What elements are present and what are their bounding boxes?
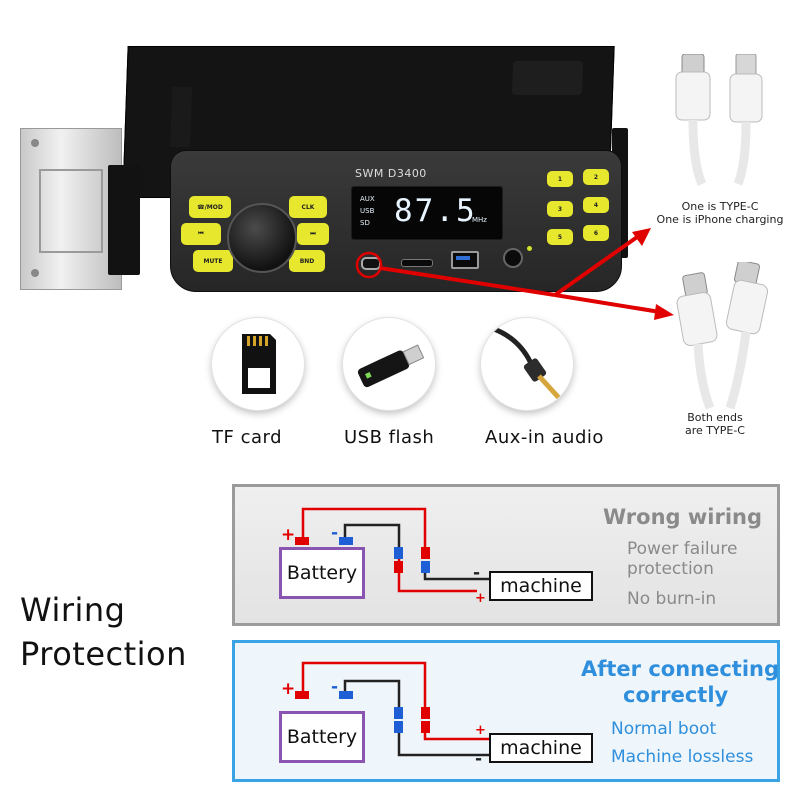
usb-flash-circle [343,318,435,410]
wrong-wiring-diagram [295,507,489,593]
preset-button-2[interactable]: 2 [583,169,609,185]
prev-button[interactable]: ⏮ [181,223,221,245]
machine-plus-sign: + [475,591,486,606]
correct-title-line-1: After connecting [581,657,780,681]
car-radio-unit: SWM D3400 AUX USB SD 87.5 MHz ☎/MOD CLK … [0,0,628,310]
preset-button-5[interactable]: 5 [547,229,573,245]
preset-button-4[interactable]: 4 [583,197,609,213]
type-c-to-type-c-cable-icon [676,262,769,410]
correct-wiring-panel: + - + - Battery machine After connecting… [232,640,780,782]
next-button[interactable]: ⏭ [297,223,329,245]
wrong-wiring-panel: + - - + Battery machine Wrong wiring Pow… [232,484,780,626]
battery-minus-sign: - [331,523,339,543]
wrong-line-2: protection [627,559,714,579]
preset-button-6[interactable]: 6 [583,225,609,241]
preset-button-3[interactable]: 3 [547,201,573,217]
aux-audio-circle [481,318,573,410]
tf-card-label: TF card [212,427,283,448]
tf-card-circle [212,318,304,410]
display-source-aux: AUX [360,195,375,203]
correct-title-line-2: correctly [623,683,729,707]
display-source-usb: USB [360,207,375,215]
aux-audio-label: Aux-in audio [485,427,604,448]
volume-knob[interactable] [227,203,297,273]
status-led [527,246,532,251]
machine-box: machine [489,571,593,601]
clk-button[interactable]: CLK [289,196,327,218]
type-c-lightning-cable-icon [675,54,763,186]
red-arrows [355,228,674,320]
battery-box: Battery [279,547,365,599]
aux-jack[interactable] [503,248,523,268]
wrong-line-3: No burn-in [627,589,717,609]
usb-port[interactable] [451,251,479,269]
machine-minus-sign: - [475,749,483,769]
display-unit: MHz [472,216,487,224]
wrong-wiring-title: Wrong wiring [603,505,763,529]
wrong-line-1: Power failure [627,539,738,559]
correct-line-2: Machine lossless [611,747,754,767]
mod-button[interactable]: ☎/MOD [189,196,231,218]
top-cable-note: One is TYPE-C One is iPhone charging [656,200,784,226]
correct-line-1: Normal boot [611,719,717,739]
bottom-cable-note: Both ends are TYPE-C [685,411,745,437]
display-source-sd: SD [360,219,370,227]
sd-card-icon [242,334,276,394]
wiring-title: Wiring Protection [20,591,187,673]
battery-minus-sign: - [331,677,339,697]
machine-plus-sign: + [475,723,486,738]
metal-chassis [20,128,122,290]
battery-plus-sign: + [281,525,296,545]
usb-flash-label: USB flash [344,427,435,448]
usb-flash-icon [357,344,425,388]
faceplate: SWM D3400 AUX USB SD 87.5 MHz ☎/MOD CLK … [170,150,622,292]
preset-button-1[interactable]: 1 [547,171,573,187]
machine-box: machine [489,733,593,763]
phone-clamp-left [108,165,140,275]
bnd-button[interactable]: BND [289,250,325,272]
aux-cable-icon [490,325,561,400]
battery-box: Battery [279,711,365,763]
tf-card-slot[interactable] [401,259,433,267]
display-frequency: 87.5 [394,193,477,229]
mute-button[interactable]: MUTE [193,250,233,272]
model-label: SWM D3400 [355,167,427,180]
machine-minus-sign: - [473,563,481,583]
battery-plus-sign: + [281,679,296,699]
lcd-display: AUX USB SD 87.5 MHz [351,186,503,240]
correct-wiring-diagram [295,661,489,757]
